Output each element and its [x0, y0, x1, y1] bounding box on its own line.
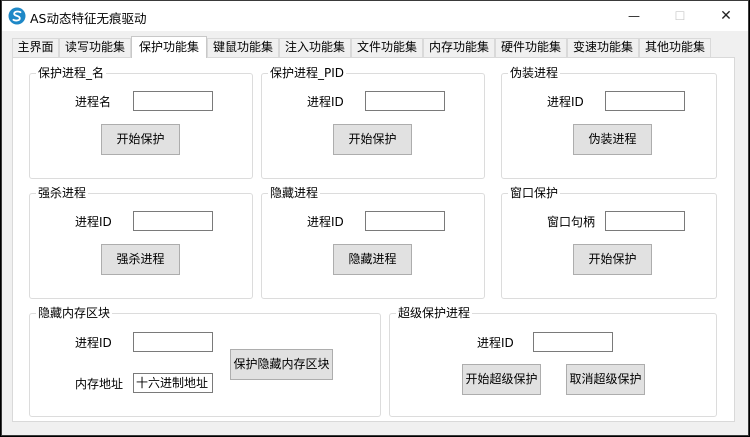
group-title: 伪装进程: [508, 66, 561, 81]
process-id-label: 进程ID: [307, 95, 344, 109]
group-disguise-process: 伪装进程 进程ID 伪装进程: [501, 66, 717, 179]
app-logo-icon: [8, 7, 26, 25]
process-id-input[interactable]: [533, 332, 613, 352]
tab-protect[interactable]: 保护功能集: [131, 36, 207, 58]
group-title: 超级保护进程: [396, 306, 473, 321]
group-hide-memory-block: 隐藏内存区块 进程ID 内存地址 十六进制地址 保护隐藏内存区块: [29, 306, 381, 417]
memory-address-label: 内存地址: [75, 377, 124, 391]
process-id-input[interactable]: [365, 91, 445, 111]
process-name-label: 进程名: [75, 95, 112, 109]
group-title: 保护进程_PID: [268, 66, 347, 81]
tab-speed[interactable]: 变速功能集: [567, 38, 639, 57]
window-title: AS动态特征无痕驱动: [30, 11, 147, 26]
tab-other[interactable]: 其他功能集: [639, 38, 711, 57]
group-force-kill: 强杀进程 进程ID 强杀进程: [29, 186, 253, 299]
window-handle-input[interactable]: [605, 211, 685, 231]
process-id-input[interactable]: [365, 211, 445, 231]
protect-hide-memory-button[interactable]: 保护隐藏内存区块: [230, 349, 333, 380]
process-id-label: 进程ID: [75, 215, 112, 229]
start-protect-by-pid-button[interactable]: 开始保护: [333, 124, 412, 155]
start-window-protect-button[interactable]: 开始保护: [573, 244, 652, 275]
disguise-process-button[interactable]: 伪装进程: [573, 124, 652, 155]
cancel-super-protect-button[interactable]: 取消超级保护: [566, 364, 645, 395]
group-hide-process: 隐藏进程 进程ID 隐藏进程: [261, 186, 485, 299]
title-bar: AS动态特征无痕驱动 — ☐ ✕: [2, 1, 748, 31]
tab-memory[interactable]: 内存功能集: [423, 38, 495, 57]
process-id-input[interactable]: [133, 211, 213, 231]
group-title: 隐藏进程: [268, 186, 321, 201]
group-protect-by-pid: 保护进程_PID 进程ID 开始保护: [261, 66, 485, 179]
start-super-protect-button[interactable]: 开始超级保护: [462, 364, 541, 395]
process-name-input[interactable]: [133, 91, 213, 111]
protect-tab-panel: 保护进程_名 进程名 开始保护 保护进程_PID 进程ID 开始保护 伪装进程 …: [12, 57, 735, 422]
group-protect-by-name: 保护进程_名 进程名 开始保护: [29, 66, 253, 179]
maximize-icon: ☐: [674, 9, 686, 23]
process-id-input[interactable]: [605, 91, 685, 111]
minimize-button[interactable]: —: [611, 1, 657, 31]
tab-keyboard-mouse[interactable]: 键鼠功能集: [207, 38, 279, 57]
tab-read-write[interactable]: 读写功能集: [59, 38, 131, 57]
close-button[interactable]: ✕: [703, 1, 748, 31]
process-id-label: 进程ID: [75, 336, 112, 350]
group-title: 窗口保护: [508, 186, 561, 201]
close-icon: ✕: [720, 8, 732, 24]
minimize-icon: —: [628, 9, 640, 23]
tab-hardware[interactable]: 硬件功能集: [495, 38, 567, 57]
group-title: 隐藏内存区块: [36, 306, 113, 321]
group-window-protect: 窗口保护 窗口句柄 开始保护: [501, 186, 717, 299]
tab-file[interactable]: 文件功能集: [351, 38, 423, 57]
tab-inject[interactable]: 注入功能集: [279, 38, 351, 57]
group-title: 保护进程_名: [36, 66, 107, 81]
force-kill-button[interactable]: 强杀进程: [101, 244, 180, 275]
memory-address-input[interactable]: 十六进制地址: [133, 373, 213, 393]
tab-strip: 主界面 读写功能集 保护功能集 键鼠功能集 注入功能集 文件功能集 内存功能集 …: [12, 36, 712, 58]
hide-process-button[interactable]: 隐藏进程: [333, 244, 412, 275]
window-handle-label: 窗口句柄: [547, 215, 596, 229]
process-id-label: 进程ID: [307, 215, 344, 229]
group-title: 强杀进程: [36, 186, 89, 201]
tab-main[interactable]: 主界面: [12, 38, 59, 57]
process-id-label: 进程ID: [547, 95, 584, 109]
process-id-input[interactable]: [133, 332, 213, 352]
maximize-button[interactable]: ☐: [657, 1, 703, 31]
group-super-protect: 超级保护进程 进程ID 开始超级保护 取消超级保护: [389, 306, 717, 417]
process-id-label: 进程ID: [477, 336, 514, 350]
start-protect-by-name-button[interactable]: 开始保护: [101, 124, 180, 155]
